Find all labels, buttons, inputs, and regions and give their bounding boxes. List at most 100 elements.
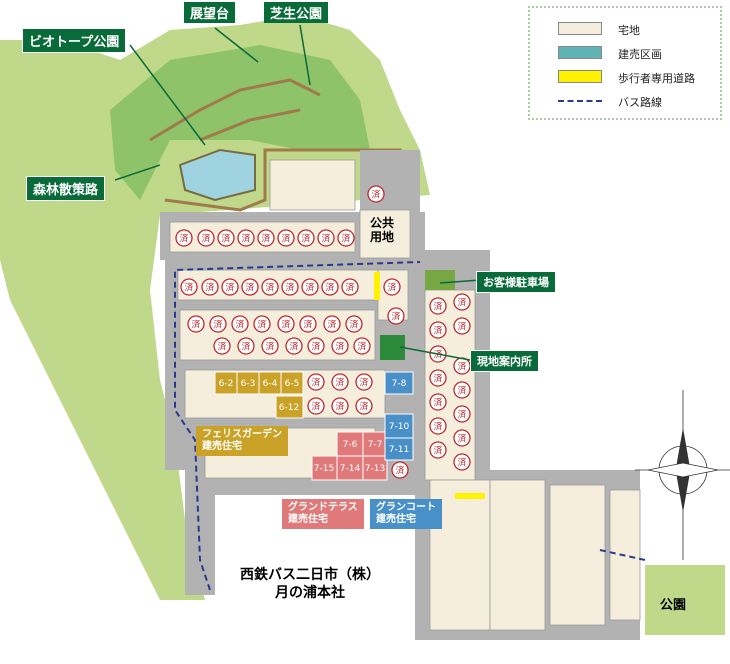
lot-number: 6-5: [285, 379, 300, 389]
sold-mark-text: 済: [281, 319, 290, 331]
sold-marker: 済: [201, 278, 219, 296]
sold-marker: 済: [307, 397, 325, 415]
sold-mark-text: 済: [311, 341, 320, 353]
sold-marker: 済: [197, 229, 215, 247]
sold-mark-text: 済: [261, 233, 270, 245]
sold-marker: 済: [337, 229, 355, 247]
sold-mark-text: 済: [349, 319, 358, 331]
lot-swatch: [558, 22, 602, 35]
sold-marker: 済: [353, 337, 371, 355]
sold-marker: 済: [341, 278, 359, 296]
sold-mark-text: 済: [433, 397, 442, 409]
sold-marker: 済: [429, 393, 447, 411]
sold-marker: 済: [187, 315, 205, 333]
sold-marker: 済: [307, 337, 325, 355]
sold-marker: 済: [331, 397, 349, 415]
pedestrian-road: [455, 493, 485, 499]
feliz-callout: フェリスガーデン建売住宅: [196, 426, 288, 456]
sold-mark-text: 済: [285, 282, 294, 294]
lot-number: 7-15: [314, 464, 334, 474]
sold-mark-text: 済: [305, 282, 314, 294]
sold-marker: 済: [307, 373, 325, 391]
sold-mark-text: 済: [205, 282, 214, 294]
customer-parking-label: お客様駐車場: [476, 271, 556, 293]
sold-mark-text: 済: [327, 319, 336, 331]
public-land-label: 公共用地: [370, 216, 395, 244]
sold-markers: 済済済済済済済済済済済済済済済済済済済済済済済済済済済済済済済済済済済済済済済済…: [175, 185, 471, 479]
sold-mark-text: 済: [191, 319, 200, 331]
pedestrian-swatch: [558, 70, 602, 83]
sold-mark-text: 済: [179, 233, 188, 245]
customer-parking: [425, 270, 455, 290]
grand-court-lots: [384, 371, 414, 461]
sold-mark-text: 済: [387, 282, 396, 294]
sold-mark-text: 済: [433, 325, 442, 337]
sold-marker: 済: [383, 278, 401, 296]
sold-mark-text: 済: [433, 373, 442, 385]
sold-mark-text: 済: [281, 233, 290, 245]
public-land-area: [359, 209, 411, 259]
lot-number: 7-11: [389, 445, 409, 455]
observatory-label: 展望台: [184, 2, 236, 23]
sold-mark-text: 済: [433, 421, 442, 433]
sold-mark-text: 済: [301, 233, 310, 245]
biotope-pond: [178, 148, 256, 202]
sold-marker: 済: [237, 337, 255, 355]
sold-mark-text: 済: [265, 341, 274, 353]
grand-terrace-lots: [311, 431, 388, 481]
sold-mark-text: 済: [235, 319, 244, 331]
sold-marker: 済: [453, 453, 471, 471]
sold-mark-text: 済: [371, 189, 380, 201]
park-area: [645, 565, 725, 635]
sold-marker: 済: [175, 229, 193, 247]
lawn-park-label: 芝生公園: [264, 2, 329, 23]
sold-marker: 済: [429, 369, 447, 387]
sold-marker: 済: [241, 278, 259, 296]
sold-marker: 済: [261, 278, 279, 296]
sold-marker: 済: [429, 441, 447, 459]
sold-marker: 済: [323, 315, 341, 333]
leader-lines: [114, 24, 481, 361]
sold-mark-text: 済: [325, 282, 334, 294]
sold-marker: 済: [367, 185, 385, 203]
built-swatch: [558, 46, 602, 59]
sold-mark-text: 済: [433, 301, 442, 313]
sold-marker: 済: [453, 357, 471, 375]
sold-mark-text: 済: [357, 341, 366, 353]
sold-mark-text: 済: [335, 401, 344, 413]
feliz-lots: [214, 371, 304, 419]
sold-mark-text: 済: [311, 377, 320, 389]
sold-mark-text: 済: [245, 282, 254, 294]
sold-marker: 済: [453, 381, 471, 399]
sold-marker: 済: [253, 315, 271, 333]
sold-marker: 済: [321, 278, 339, 296]
pedestrian-road: [374, 272, 380, 300]
sold-mark-text: 済: [289, 341, 298, 353]
lot-number: 7-8: [392, 379, 407, 389]
sold-mark-text: 済: [345, 282, 354, 294]
sold-marker: 済: [355, 397, 373, 415]
sold-marker: 済: [209, 315, 227, 333]
lot-number: 7-7: [368, 440, 383, 450]
sold-marker: 済: [277, 229, 295, 247]
sold-marker: 済: [297, 229, 315, 247]
sold-marker: 済: [257, 229, 275, 247]
sold-mark-text: 済: [321, 233, 330, 245]
sold-mark-text: 済: [457, 409, 466, 421]
bus-route: [174, 261, 646, 591]
sold-marker: 済: [429, 417, 447, 435]
sold-mark-text: 済: [201, 233, 210, 245]
sold-marker: 済: [237, 229, 255, 247]
sold-mark-text: 済: [395, 465, 404, 477]
grand-terrace-callout: グランドテラス建売住宅: [282, 499, 364, 529]
sold-marker: 済: [355, 373, 373, 391]
sold-mark-text: 済: [221, 233, 230, 245]
sold-mark-text: 済: [257, 319, 266, 331]
bus-company-label: 西鉄バス二日市（株）月の浦本社: [240, 567, 380, 601]
sold-marker: 済: [453, 317, 471, 335]
sold-marker: 済: [345, 315, 363, 333]
sold-mark-text: 済: [457, 297, 466, 309]
sold-mark-text: 済: [241, 341, 250, 353]
sold-mark-text: 済: [433, 445, 442, 457]
